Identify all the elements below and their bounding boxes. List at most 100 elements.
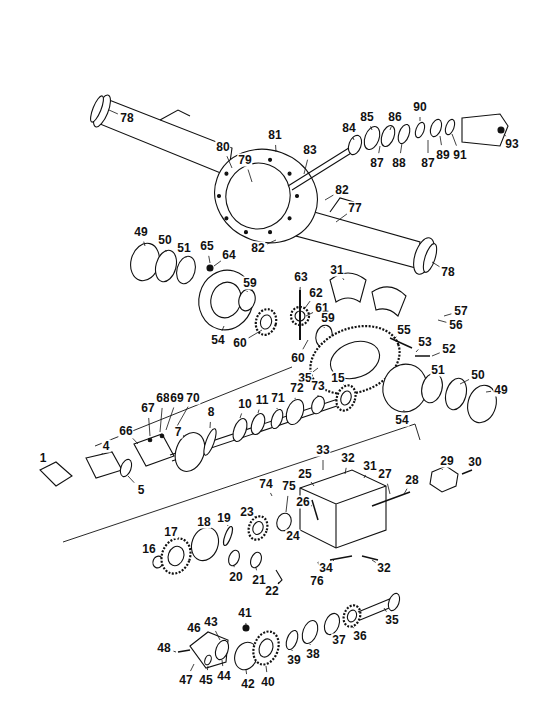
drive-pinion (339, 390, 353, 407)
bolt (330, 556, 352, 560)
leader-line (222, 326, 224, 331)
leader-line (128, 476, 134, 483)
leader-line (390, 126, 391, 130)
callout-number: 50 (470, 369, 485, 382)
callout-number: 35 (384, 614, 399, 627)
leader-line (428, 140, 429, 153)
callout-number: 32 (376, 562, 391, 575)
retainer (428, 118, 444, 138)
leader-line (372, 560, 376, 562)
leader-line (249, 330, 262, 338)
side-gear (259, 314, 273, 331)
washer (284, 629, 300, 651)
bolt-hole (244, 231, 247, 234)
callout-number: 85 (359, 111, 374, 124)
leader-line (165, 250, 166, 252)
leader-line (256, 568, 258, 570)
washer (414, 121, 427, 139)
callout-number: 86 (387, 111, 402, 124)
leader-line (215, 631, 220, 640)
callout-number: 31 (362, 460, 377, 473)
leader-line (379, 146, 380, 153)
washer (227, 549, 242, 567)
bolt-hole (288, 217, 291, 220)
callout-number: 51 (430, 364, 445, 377)
callout-number: 26 (295, 496, 310, 509)
bolt (148, 438, 152, 442)
bolt-hole (218, 195, 221, 198)
callout-number: 39 (286, 654, 301, 667)
bolt (362, 556, 378, 560)
callout-number: 52 (441, 343, 456, 356)
callout-number: 65 (199, 240, 214, 253)
leader-line (311, 482, 314, 486)
leader-line (286, 496, 288, 512)
leader-line (266, 666, 268, 672)
bearing (249, 412, 268, 437)
leader-line (352, 626, 354, 628)
callout-number: 54 (394, 414, 409, 427)
callout-number: 31 (329, 264, 344, 277)
callout-number: 88 (391, 157, 406, 170)
callout-number: 83 (302, 144, 317, 157)
carrier-housing-edge (300, 486, 386, 548)
leader-line (183, 435, 185, 437)
callout-number: 22 (264, 585, 279, 598)
bolt (415, 355, 430, 357)
callout-number: 1 (39, 452, 48, 465)
callout-number: 59 (242, 277, 257, 290)
callout-number: 27 (377, 468, 392, 481)
leader-line (275, 145, 276, 152)
shim (174, 254, 199, 286)
callout-number: 25 (297, 468, 312, 481)
callout-number: 55 (396, 324, 411, 337)
leader-line (49, 465, 51, 467)
callout-number: 42 (240, 678, 255, 691)
callout-number: 63 (293, 271, 308, 284)
leader-line (403, 410, 404, 412)
callout-number: 87 (420, 157, 435, 170)
callout-number: 89 (435, 149, 450, 162)
bolt-hole (269, 231, 272, 234)
leader-line (364, 475, 366, 478)
bearing-cup (346, 134, 364, 157)
callout-number: 41 (237, 607, 252, 620)
callout-number: 23 (239, 506, 254, 519)
leader-line (102, 453, 103, 455)
pin (243, 625, 249, 631)
callout-number: 48 (156, 642, 171, 655)
bearing-race (396, 123, 412, 145)
shaft-end (386, 592, 402, 612)
washer (203, 654, 212, 665)
bearing-cone (283, 397, 307, 427)
callout-number: 90 (412, 101, 427, 114)
spring-pad (160, 110, 354, 212)
leader-line (278, 582, 280, 583)
callout-number: 64 (221, 249, 236, 262)
snap-ring (201, 427, 218, 456)
gear (251, 520, 265, 536)
leader-line (247, 291, 248, 293)
callout-number: 72 (289, 382, 304, 395)
gear (346, 609, 358, 623)
gear (157, 534, 196, 577)
leader-line (210, 422, 211, 428)
callout-number: 59 (320, 312, 335, 325)
bolt-hole (269, 158, 272, 161)
leader-line (460, 379, 469, 384)
callout-number: 46 (186, 622, 201, 635)
callout-number: 91 (452, 149, 467, 162)
cotter-pin (462, 470, 472, 474)
leader-line (303, 340, 308, 349)
callout-number: 53 (417, 336, 432, 349)
leader-line (160, 408, 162, 432)
leader-line (486, 391, 491, 393)
drive-pinion (333, 383, 359, 414)
leader-line (311, 505, 313, 506)
leader-line (324, 327, 325, 329)
leader-line (185, 257, 186, 259)
leader-line (404, 489, 407, 494)
thrust-washer (236, 287, 257, 312)
bearing (249, 551, 264, 569)
callout-number: 51 (176, 242, 191, 255)
